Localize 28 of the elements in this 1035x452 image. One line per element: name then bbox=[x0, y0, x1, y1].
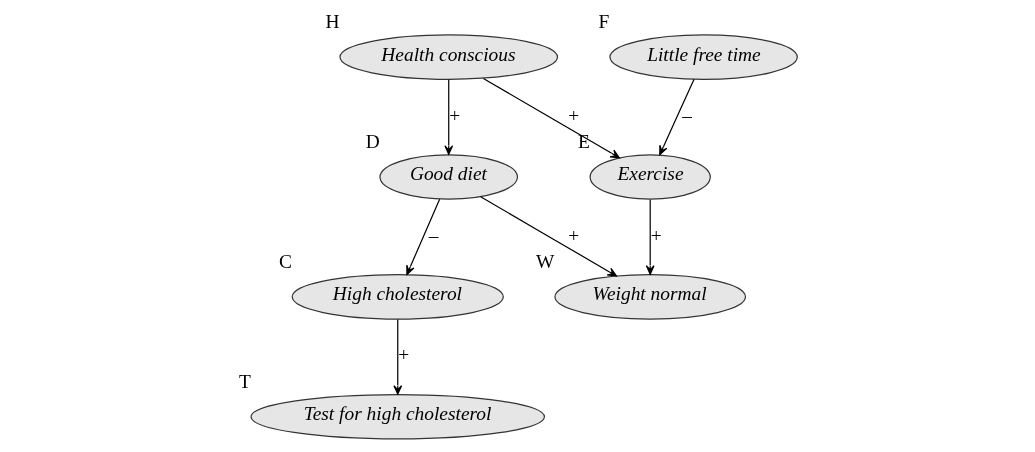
arrow bbox=[479, 196, 617, 277]
arrow bbox=[658, 78, 695, 156]
edge-label: – bbox=[681, 104, 692, 126]
node-ellipse: Health conscious bbox=[338, 34, 558, 80]
node-label: F bbox=[598, 11, 609, 33]
node-ellipse: Test for high cholesterol bbox=[250, 393, 545, 440]
node-label: D bbox=[365, 131, 380, 153]
node-label: C bbox=[278, 251, 292, 273]
arrow bbox=[405, 198, 440, 276]
node-ellipse: High cholesterol bbox=[291, 274, 504, 320]
arrow bbox=[392, 319, 402, 395]
edge-label: + bbox=[448, 104, 460, 126]
node-label: H bbox=[324, 11, 339, 33]
node-ellipse: Good diet bbox=[378, 154, 518, 200]
edge-label: + bbox=[567, 104, 579, 126]
node-ellipse: Exercise bbox=[589, 154, 711, 200]
node-ellipse: Weight normal bbox=[553, 274, 746, 320]
edge-label: + bbox=[650, 224, 662, 246]
arrow bbox=[443, 79, 453, 155]
node-ellipse: Little free time bbox=[608, 34, 798, 80]
node-label: E bbox=[577, 131, 590, 153]
edge-label: – bbox=[428, 224, 438, 246]
edge-label: + bbox=[567, 224, 579, 246]
edge-label: + bbox=[397, 344, 409, 366]
arrow bbox=[482, 77, 620, 159]
node-label: T bbox=[238, 371, 251, 393]
arrow bbox=[645, 199, 655, 275]
node-label: W bbox=[535, 251, 554, 273]
